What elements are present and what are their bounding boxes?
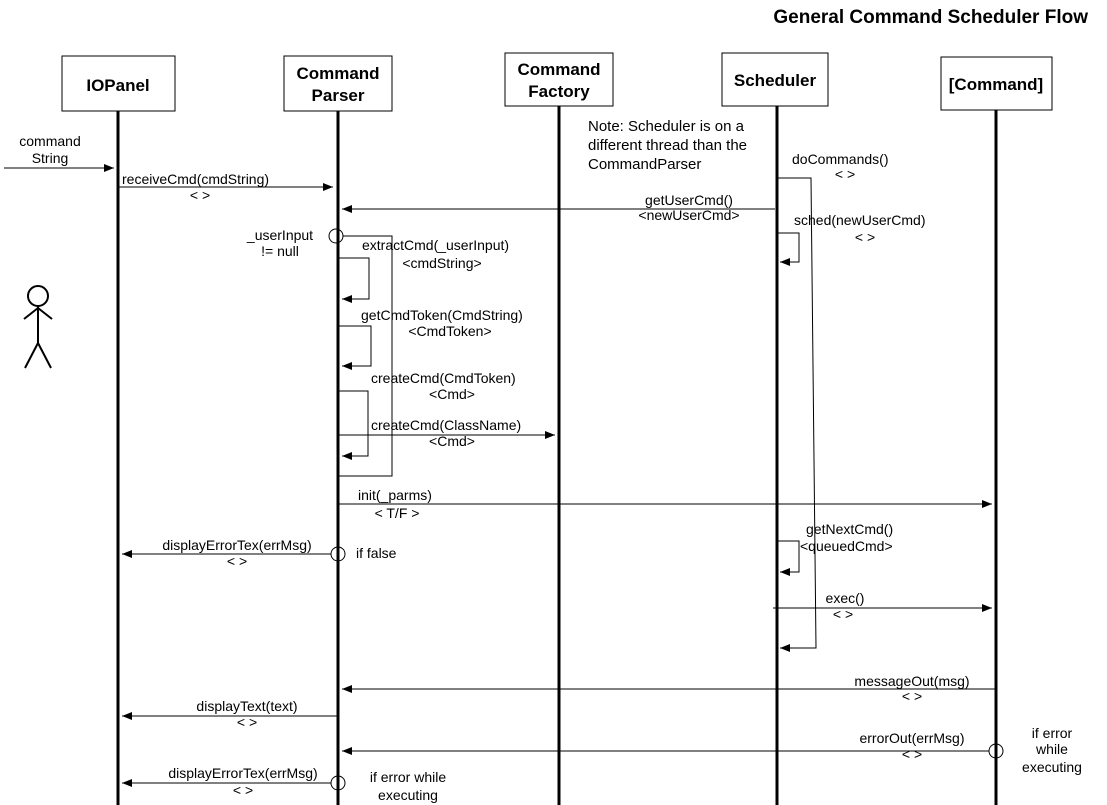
- svg-text:if error: if error: [1032, 725, 1073, 741]
- message-command-string: command String: [4, 133, 114, 172]
- message-do-commands: doCommands() < >: [777, 151, 888, 652]
- svg-text:_userInput: _userInput: [246, 227, 313, 243]
- svg-text:< T/F >: < T/F >: [375, 505, 420, 521]
- message-init: init(_parms) < T/F >: [338, 487, 992, 521]
- participant-label: IOPanel: [86, 76, 149, 95]
- svg-text:<newUserCmd>: <newUserCmd>: [638, 207, 739, 223]
- message-extract-cmd: extractCmd(_userInput) <cmdString>: [338, 237, 509, 303]
- actor-icon: [23, 285, 53, 369]
- svg-text:< >: < >: [835, 166, 855, 182]
- message-get-next-cmd: getNextCmd() <queuedCmd>: [777, 521, 893, 576]
- svg-text:if error while: if error while: [370, 769, 446, 785]
- svg-text:executing: executing: [378, 787, 438, 803]
- message-create-cmd-classname: createCmd(ClassName) <Cmd>: [338, 417, 555, 449]
- participant-command-parser: Command Parser: [283, 55, 393, 112]
- svg-text:< >: < >: [833, 606, 853, 622]
- svg-text:!= null: != null: [261, 243, 299, 259]
- participant-command: [Command]: [940, 56, 1053, 111]
- message-get-cmd-token: getCmdToken(CmdString) <CmdToken>: [338, 307, 523, 370]
- message-error-out: errorOut(errMsg) < > if error while exec…: [342, 725, 1082, 775]
- message-display-error-if-error: displayErrorTex(errMsg) < > if error whi…: [122, 765, 446, 803]
- svg-text:doCommands(): doCommands(): [792, 151, 888, 167]
- svg-text:< >: < >: [237, 714, 257, 730]
- svg-text:String: String: [32, 150, 69, 166]
- message-display-text: displayText(text) < >: [122, 698, 338, 730]
- svg-text:<Cmd>: <Cmd>: [429, 433, 475, 449]
- message-create-cmd-token: createCmd(CmdToken) <Cmd>: [338, 370, 516, 460]
- svg-text:init(_parms): init(_parms): [358, 487, 432, 503]
- participant-label: Command: [517, 60, 600, 79]
- svg-text:displayText(text): displayText(text): [196, 698, 297, 714]
- svg-text:sched(newUserCmd): sched(newUserCmd): [794, 212, 925, 228]
- svg-text:< >: < >: [233, 782, 253, 798]
- svg-text:createCmd(ClassName): createCmd(ClassName): [371, 417, 521, 433]
- participant-label: [Command]: [949, 75, 1043, 94]
- svg-text:createCmd(CmdToken): createCmd(CmdToken): [371, 370, 516, 386]
- svg-text:<CmdToken>: <CmdToken>: [408, 323, 491, 339]
- svg-text:<cmdString>: <cmdString>: [402, 255, 481, 271]
- message-display-error-if-false: displayErrorTex(errMsg) < > if false: [122, 537, 397, 569]
- svg-text:executing: executing: [1022, 759, 1082, 775]
- participant-label: Parser: [312, 86, 365, 105]
- svg-text:getUserCmd(): getUserCmd(): [645, 192, 733, 208]
- svg-text:command: command: [19, 133, 80, 149]
- participant-label: Command: [296, 64, 379, 83]
- participant-label: Scheduler: [734, 71, 817, 90]
- thread-note: Note: Scheduler is on a different thread…: [588, 118, 751, 173]
- participant-iopanel: IOPanel: [61, 55, 176, 112]
- svg-text:receiveCmd(cmdString): receiveCmd(cmdString): [122, 171, 269, 187]
- svg-text:extractCmd(_userInput): extractCmd(_userInput): [362, 237, 509, 253]
- svg-text:< >: < >: [190, 187, 210, 203]
- message-get-user-cmd: getUserCmd() <newUserCmd>: [342, 192, 775, 223]
- svg-text:errorOut(errMsg): errorOut(errMsg): [859, 730, 964, 746]
- participant-label: Factory: [528, 82, 590, 101]
- svg-text:<queuedCmd>: <queuedCmd>: [800, 538, 893, 554]
- svg-text:getNextCmd(): getNextCmd(): [806, 521, 893, 537]
- message-message-out: messageOut(msg) < >: [342, 673, 996, 704]
- svg-text:< >: < >: [855, 229, 875, 245]
- svg-text:messageOut(msg): messageOut(msg): [854, 673, 969, 689]
- svg-text:displayErrorTex(errMsg): displayErrorTex(errMsg): [162, 537, 311, 553]
- diagram-title: General Command Scheduler Flow: [773, 7, 1088, 28]
- message-receive-cmd: receiveCmd(cmdString) < >: [118, 171, 333, 203]
- svg-text:< >: < >: [227, 553, 247, 569]
- message-sched: sched(newUserCmd) < >: [777, 212, 925, 266]
- svg-text:while: while: [1035, 741, 1068, 757]
- participant-scheduler: Scheduler: [721, 52, 829, 107]
- svg-text:< >: < >: [902, 746, 922, 762]
- message-exec: exec() < >: [773, 590, 992, 622]
- condition-user-input: _userInput != null: [246, 227, 393, 477]
- svg-text:getCmdToken(CmdString): getCmdToken(CmdString): [361, 307, 523, 323]
- svg-text:< >: < >: [902, 688, 922, 704]
- svg-text:<Cmd>: <Cmd>: [429, 386, 475, 402]
- svg-text:exec(): exec(): [826, 590, 865, 606]
- svg-text:if false: if false: [356, 545, 397, 561]
- svg-text:displayErrorTex(errMsg): displayErrorTex(errMsg): [168, 765, 317, 781]
- participant-command-factory: Command Factory: [504, 52, 614, 107]
